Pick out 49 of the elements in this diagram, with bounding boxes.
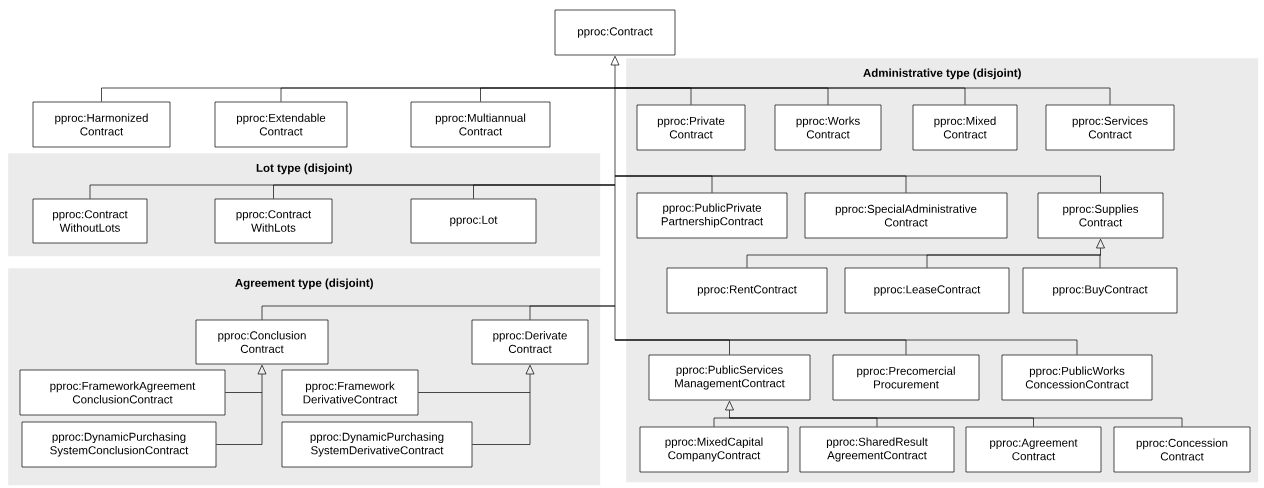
class-box: pproc:RentContract — [666, 267, 828, 314]
class-box: pproc:Mixed Contract — [912, 104, 1018, 151]
class-box: pproc:Derivate Contract — [471, 319, 589, 365]
class-box: pproc:BuyContract — [1022, 267, 1178, 314]
connector-line — [225, 392, 263, 393]
class-box: pproc:SpecialAdministrative Contract — [804, 192, 1008, 239]
class-box: pproc:Framework DerivativeContract — [281, 369, 419, 416]
class-box: pproc:DynamicPurchasing SystemDerivativeContract — [281, 421, 473, 468]
connector-line — [614, 175, 1101, 193]
connector-line — [473, 184, 616, 199]
class-box: pproc:Private Contract — [636, 104, 746, 151]
class-box: pproc:Concession Contract — [1113, 426, 1251, 473]
class-box: pproc:SharedResult AgreementContract — [799, 426, 955, 473]
class-box: pproc:PublicPrivate PartnershipContract — [636, 192, 788, 239]
connector-line — [614, 339, 1078, 355]
class-box: pproc:Contract — [554, 9, 676, 56]
class-box: pproc:PublicServices ManagementContract — [648, 354, 811, 401]
class-box: pproc:Services Contract — [1045, 104, 1175, 151]
class-box: pproc:FrameworkAgreement ConclusionContract — [19, 369, 226, 416]
class-box: pproc:MixedCapital CompanyContract — [639, 426, 789, 473]
class-box: pproc:DynamicPurchasing SystemConclusionContract — [21, 421, 217, 468]
class-box: pproc:Works Contract — [774, 104, 882, 151]
class-box: pproc:Agreement Contract — [965, 426, 1102, 473]
connector-line — [472, 444, 531, 445]
connector-line — [418, 392, 531, 393]
class-box: pproc:Multiannual Contract — [410, 101, 551, 148]
class-box: pproc:Extendable Contract — [214, 101, 348, 148]
connector-line — [216, 444, 263, 445]
connector-line — [713, 417, 730, 427]
connector-line — [729, 417, 1183, 427]
connector-line — [614, 87, 1111, 105]
class-box: pproc:Contract WithoutLots — [32, 198, 148, 244]
generalization-arrow — [1096, 238, 1105, 256]
connector-line — [529, 305, 616, 320]
connector-line — [480, 87, 616, 102]
class-box: pproc:PublicWorks ConcessionContract — [1001, 354, 1153, 401]
class-box: pproc:LeaseContract — [844, 267, 1010, 314]
connector-line — [926, 254, 1101, 268]
class-box: pproc:Contract WithLots — [214, 198, 333, 244]
class-box: pproc:Precomercial Procurement — [832, 354, 980, 401]
class-box: pproc:Lot — [410, 198, 537, 244]
generalization-arrow — [525, 364, 535, 445]
generalization-arrow — [610, 55, 620, 341]
class-box: pproc:Supplies Contract — [1037, 192, 1164, 239]
class-box: pproc:Harmonized Contract — [32, 101, 171, 148]
connector-line — [1099, 254, 1101, 268]
generalization-arrow — [725, 400, 734, 419]
class-box: pproc:Conclusion Contract — [195, 319, 329, 365]
generalization-arrow — [257, 364, 267, 445]
